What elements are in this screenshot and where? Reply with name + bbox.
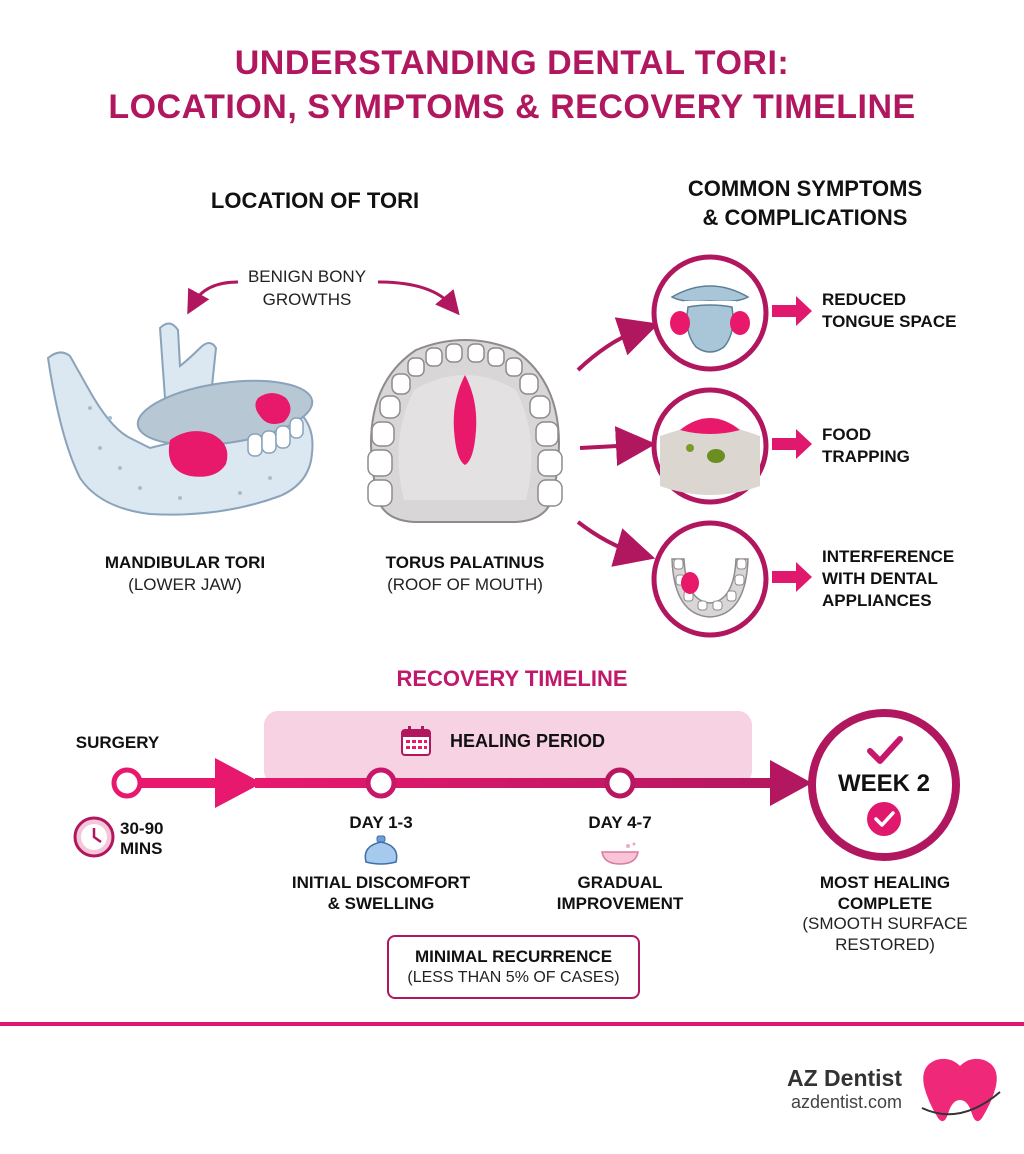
mandibular-tori-sub: (LOWER JAW) <box>128 575 242 594</box>
brand-name: AZ Dentist <box>787 1065 902 1091</box>
week-2-badge <box>808 709 960 861</box>
surgery-label: SURGERY <box>75 733 160 752</box>
symptom-1-line-1: REDUCED <box>822 290 907 309</box>
day-4-7-label: DAY 4-7 <box>588 813 652 832</box>
recurrence-box: MINIMAL RECURRENCE (LESS THAN 5% OF CASE… <box>387 935 640 999</box>
day-4-7-desc-line-1: GRADUAL <box>577 873 663 892</box>
day-1-3-desc-line-2: & SWELLING <box>327 894 435 913</box>
week-2-desc-line-2: COMPLETE <box>837 894 933 913</box>
healing-period-band <box>264 711 752 785</box>
torus-palatinus-label: TORUS PALATINUS <box>385 553 545 572</box>
symptom-2-food-icon <box>651 387 769 505</box>
week-2-label: WEEK 2 <box>837 770 930 797</box>
week-2-desc-line-3: (SMOOTH SURFACE <box>802 914 968 933</box>
day-1-3-desc-line-1: INITIAL DISCOMFORT <box>291 873 471 892</box>
arrow-to-palatinus <box>377 280 460 316</box>
calendar-icon <box>401 726 431 756</box>
mandible-illustration <box>46 322 314 516</box>
day-4-7-node <box>604 767 636 799</box>
symptom-2-line-2: TRAPPING <box>822 447 910 466</box>
clock-icon <box>73 816 115 858</box>
check-circle-icon <box>867 802 901 836</box>
week-2-desc-line-4: RESTORED) <box>835 935 935 954</box>
page-title-line-2: LOCATION, SYMPTOMS & RECOVERY TIMELINE <box>108 88 916 126</box>
symptoms-heading-line-2: & COMPLICATIONS <box>702 205 908 230</box>
palate-illustration <box>367 339 563 523</box>
mandibular-tori-label: MANDIBULAR TORI <box>104 553 266 572</box>
arrow-to-symptom-1 <box>576 317 659 372</box>
benign-note-line-1: BENIGN BONY <box>247 267 367 286</box>
symptoms-heading-line-1: COMMON SYMPTOMS <box>687 176 923 201</box>
surgery-time-line-1: 30-90 <box>120 819 164 838</box>
brand-url: azdentist.com <box>790 1092 902 1112</box>
arrow-to-mandibular <box>187 280 239 315</box>
recovery-heading: RECOVERY TIMELINE <box>396 666 628 691</box>
benign-note-line-2: GROWTHS <box>262 290 352 309</box>
symptom-1-line-2: TONGUE SPACE <box>822 312 957 331</box>
arrow-to-symptom-3 <box>576 520 656 567</box>
symptom-3-line-2: WITH DENTAL <box>822 569 938 588</box>
location-heading: LOCATION OF TORI <box>210 188 420 213</box>
surgery-time-line-2: MINS <box>120 839 163 858</box>
recurrence-line-1: MINIMAL RECURRENCE <box>414 947 613 966</box>
bowl-icon <box>601 842 639 865</box>
symptom-3-appliance-icon <box>651 520 769 638</box>
surgery-node <box>111 767 143 799</box>
check-icon <box>867 736 903 764</box>
healing-period-label: HEALING PERIOD <box>450 731 606 751</box>
symptom-1-tongue-icon <box>651 254 769 372</box>
symptom-3-line-1: INTERFERENCE <box>822 547 955 566</box>
symptom-3-line-3: APPLIANCES <box>822 591 932 610</box>
week-2-desc-line-1: MOST HEALING <box>819 873 951 892</box>
day-1-3-node <box>365 767 397 799</box>
footer-divider <box>0 1022 1024 1026</box>
ice-pack-icon <box>364 835 398 865</box>
page-title-line-1: UNDERSTANDING DENTAL TORI: <box>234 44 790 82</box>
day-1-3-label: DAY 1-3 <box>349 813 413 832</box>
recurrence-line-2: (LESS THAN 5% OF CASES) <box>407 969 620 986</box>
day-4-7-desc-line-2: IMPROVEMENT <box>556 894 684 913</box>
torus-palatinus-sub: (ROOF OF MOUTH) <box>387 575 543 594</box>
tooth-logo-icon <box>921 1058 1001 1122</box>
arrow-to-symptom-2 <box>579 426 656 467</box>
symptom-2-line-1: FOOD <box>822 425 872 444</box>
